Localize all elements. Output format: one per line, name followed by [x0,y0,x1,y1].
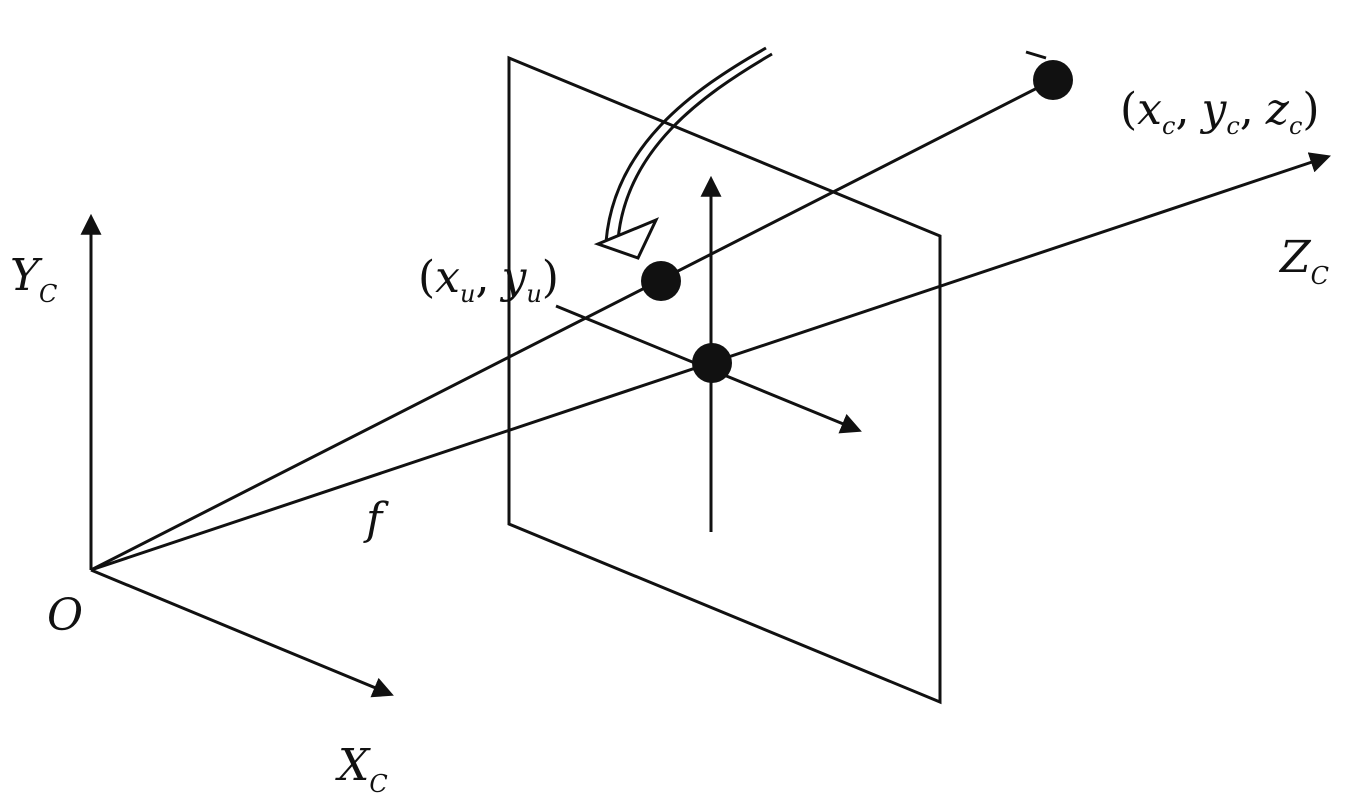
x-axis [90,568,394,698]
axis-y-label: YC [10,250,57,308]
principal-point-dot [692,343,732,383]
projection-curve-tail [1025,50,1047,60]
image-point-dot [641,261,681,301]
focal-length-label: f [363,494,389,545]
axis-z-label: ZC [1278,232,1329,290]
image-plane [507,55,942,705]
origin-label: O [47,590,83,641]
projection-curve-arrow [604,46,773,243]
projection-ray [90,78,1054,572]
image-point-label: (xu,yu) [418,252,559,308]
axis-x-label: XC [335,740,388,798]
world-point-label: (xc,yc,zc) [1120,84,1320,140]
world-point-dot [1033,60,1073,100]
projection-curve-arrowhead [593,217,660,260]
